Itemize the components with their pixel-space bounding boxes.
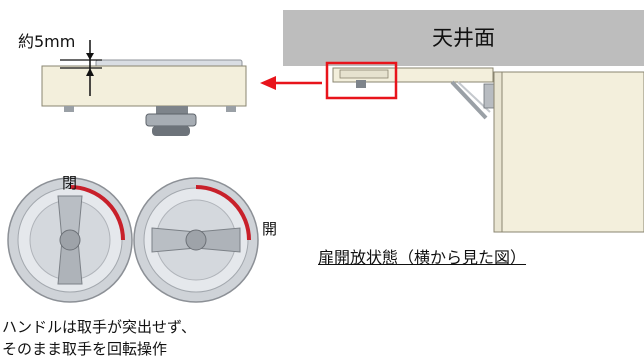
ceiling-plate [41, 65, 247, 107]
callout-arrow [260, 76, 322, 90]
handle-closed [7, 177, 133, 303]
knob-stem [156, 106, 188, 114]
dimension-arrow-up [86, 68, 94, 76]
closed-arc-indicator [69, 185, 125, 241]
plate-foot-right [226, 106, 236, 112]
mount-detail [41, 40, 247, 136]
handle-note-line-2: そのまま取手を回転操作 [2, 340, 168, 358]
ceiling-surface [283, 10, 644, 66]
cabinet-edge [493, 71, 503, 233]
door-open-state-caption: 扉開放状態（横から見た図） [318, 248, 527, 267]
handle-note-line-1: ハンドルは取手が突出せず、 [2, 318, 196, 336]
closed-hub [59, 229, 81, 251]
knob-cap [152, 126, 190, 136]
dimension-arrow-down [86, 53, 94, 60]
door-stay-1 [450, 80, 488, 120]
hinge-block [483, 83, 495, 109]
mini-knob [356, 80, 366, 88]
side-view [332, 67, 644, 233]
open-arc-indicator [195, 185, 251, 241]
cabinet-body [501, 71, 644, 233]
handle-open [133, 177, 259, 303]
ceiling-label: 天井面 [432, 26, 495, 50]
closed-label: 閉 [62, 174, 78, 192]
gap-dimension-label: 約5mm [18, 32, 76, 51]
open-label: 開 [262, 220, 278, 238]
mini-plate [339, 69, 389, 79]
knob-body [145, 113, 197, 127]
open-hub [185, 229, 207, 251]
callout-highlight-box [325, 61, 398, 100]
plate-foot-left [64, 106, 74, 112]
